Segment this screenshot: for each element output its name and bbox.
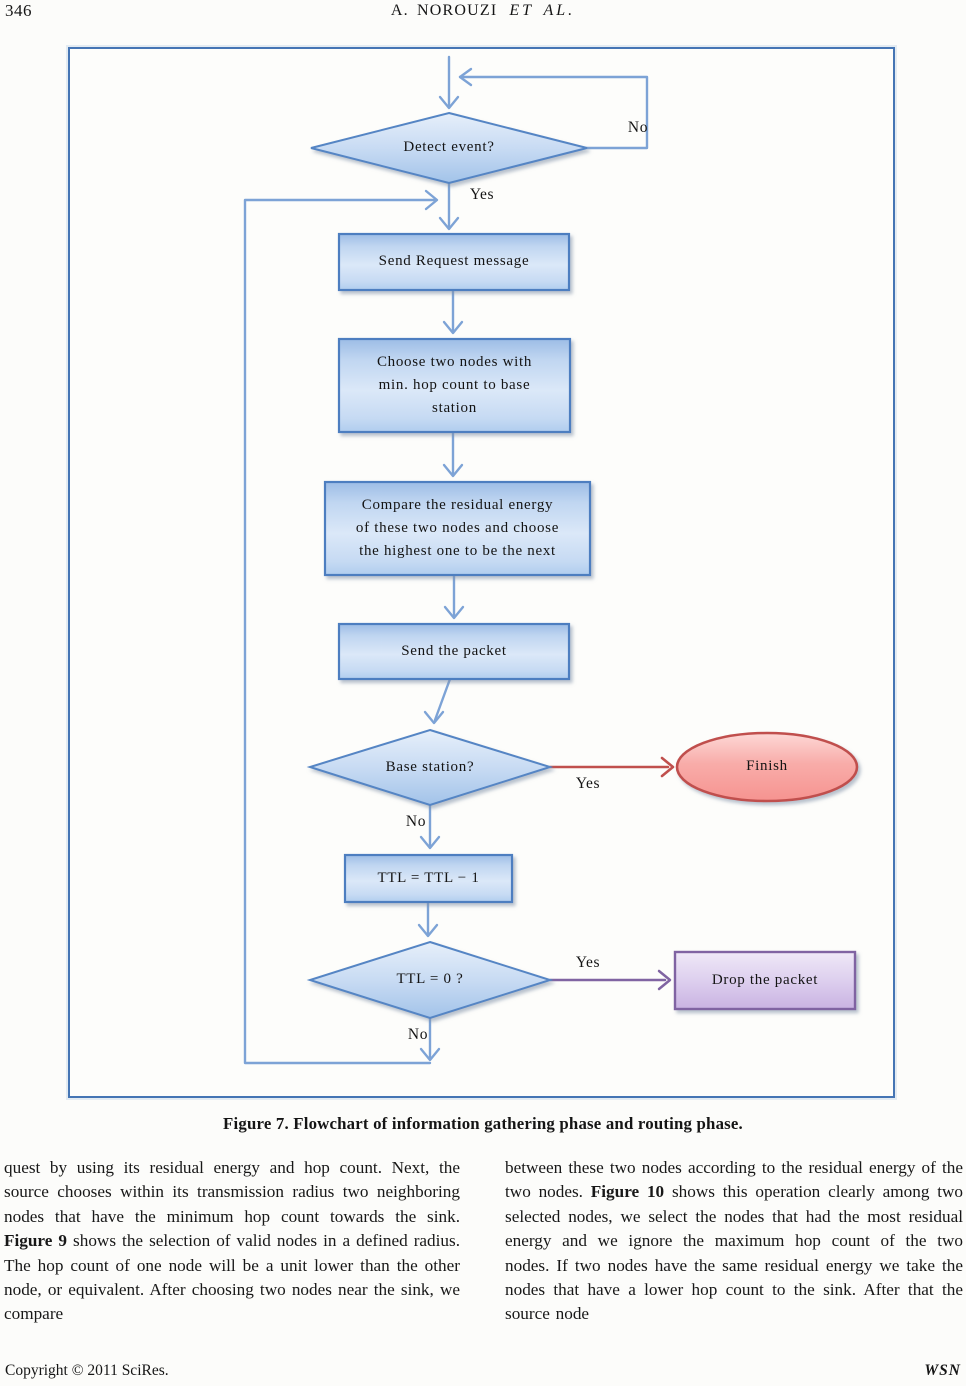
body-left-figref: Figure 9 — [4, 1231, 67, 1251]
connector-yes-drop — [548, 969, 672, 991]
body-right-text: between these two nodes according to the… — [505, 1158, 963, 1202]
flowchart-canvas — [243, 55, 859, 1065]
body-left-text: quest by using its residual energy and h… — [4, 1158, 460, 1226]
process-compare-energy — [323, 480, 592, 577]
process-choose-nodes — [337, 337, 572, 434]
terminator-finish — [675, 731, 859, 803]
body-right-text-cont: shows this operation clearly among two s… — [505, 1182, 963, 1324]
process-drop-packet — [673, 950, 857, 1011]
body-column-left: quest by using its residual energy and h… — [4, 1156, 460, 1327]
connector-yes-finish — [548, 756, 675, 778]
connectors-blue — [243, 55, 649, 1065]
process-send-packet — [337, 622, 571, 681]
footer-journal: WSN — [924, 1362, 961, 1379]
process-send-request — [337, 232, 571, 292]
body-column-right: between these two nodes according to the… — [505, 1156, 963, 1327]
footer-copyright: Copyright © 2011 SciRes. — [5, 1362, 169, 1379]
running-title-etal: ET AL. — [509, 2, 576, 19]
decision-base-station — [306, 728, 554, 807]
decision-detect-event — [310, 111, 588, 185]
page-number: 346 — [5, 1, 32, 20]
body-right-figref: Figure 10 — [590, 1182, 665, 1202]
decision-ttl-zero — [306, 940, 554, 1020]
body-left-text-cont: shows the selection of valid nodes in a … — [4, 1231, 460, 1324]
figure-caption: Figure 7. Flowchart of information gathe… — [223, 1114, 743, 1133]
running-title-author: A. NOROUZI — [390, 2, 498, 19]
process-ttl-decrement — [343, 853, 514, 904]
flowchart-frame: Detect event? Send Request message Choos… — [68, 47, 895, 1098]
running-title: A. NOROUZI ET AL. — [0, 2, 966, 20]
